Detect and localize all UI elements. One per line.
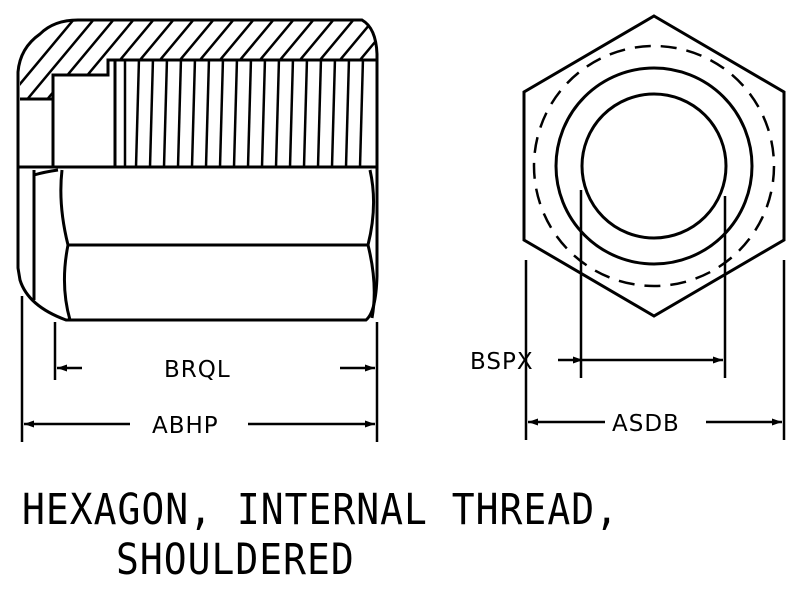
dimension-lines	[20, 190, 786, 442]
hex-flat-lower	[62, 244, 376, 321]
caption-line-1: HEXAGON, INTERNAL THREAD,	[22, 484, 619, 534]
side-section-view	[16, 18, 379, 322]
dimension-label-bspx: BSPX	[470, 349, 534, 375]
caption-line-2: SHOULDERED	[116, 534, 355, 584]
dimension-label-abhp: ABHP	[152, 413, 219, 439]
dimension-label-brql: BRQL	[164, 357, 231, 383]
nut-outline	[16, 18, 379, 322]
thread-major-circle	[532, 44, 776, 288]
hex-flat-upper	[59, 169, 376, 247]
chamfer-left	[33, 168, 59, 177]
bore-step-outline	[20, 58, 376, 101]
hex-end-view	[522, 14, 786, 318]
internal-thread-lines	[123, 60, 365, 167]
dimension-label-asdb: ASDB	[612, 411, 680, 437]
hex-outline	[522, 14, 786, 318]
bore-circle	[580, 92, 728, 240]
counterbore-circle	[554, 66, 754, 266]
